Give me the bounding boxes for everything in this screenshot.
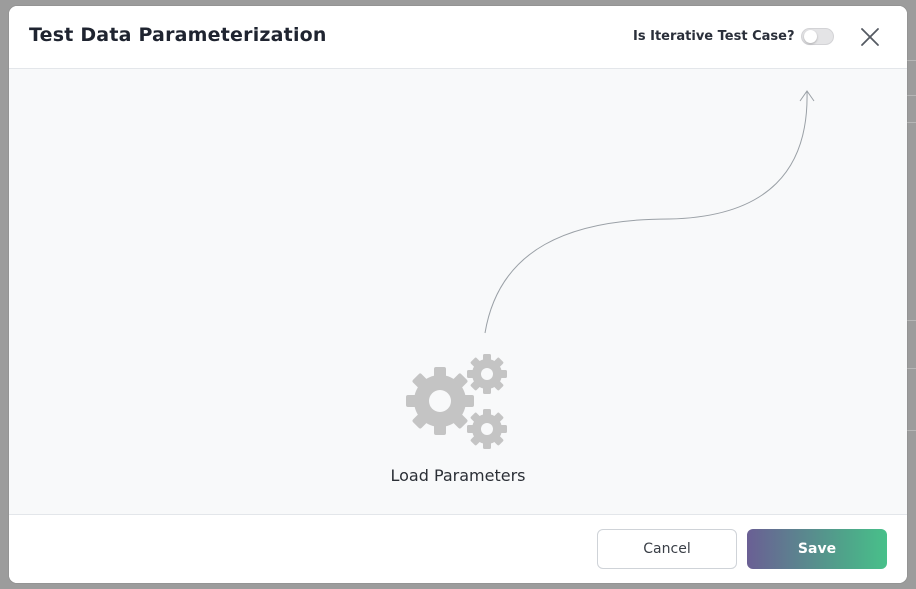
background-divider <box>906 60 916 61</box>
modal-header: Test Data Parameterization Is Iterative … <box>9 6 907 69</box>
close-icon <box>861 28 879 46</box>
parameterization-modal: Test Data Parameterization Is Iterative … <box>9 6 907 583</box>
gears-icon[interactable] <box>406 353 512 449</box>
guide-arrow-icon <box>484 90 815 334</box>
load-parameters-link[interactable]: Load Parameters <box>390 466 526 485</box>
save-button[interactable]: Save <box>747 529 887 569</box>
modal-body: Load Parameters <box>9 69 907 514</box>
background-divider <box>906 368 916 369</box>
background-divider <box>906 122 916 123</box>
iterative-test-case-label: Is Iterative Test Case? <box>633 29 795 44</box>
background-divider <box>906 95 916 96</box>
modal-footer: Cancel Save <box>9 514 907 583</box>
modal-title: Test Data Parameterization <box>29 24 327 46</box>
background-divider <box>906 430 916 431</box>
close-button[interactable] <box>858 25 882 49</box>
toggle-knob <box>804 30 817 43</box>
iterative-test-case-toggle[interactable] <box>801 28 834 45</box>
background-divider <box>906 320 916 321</box>
cancel-button[interactable]: Cancel <box>597 529 737 569</box>
